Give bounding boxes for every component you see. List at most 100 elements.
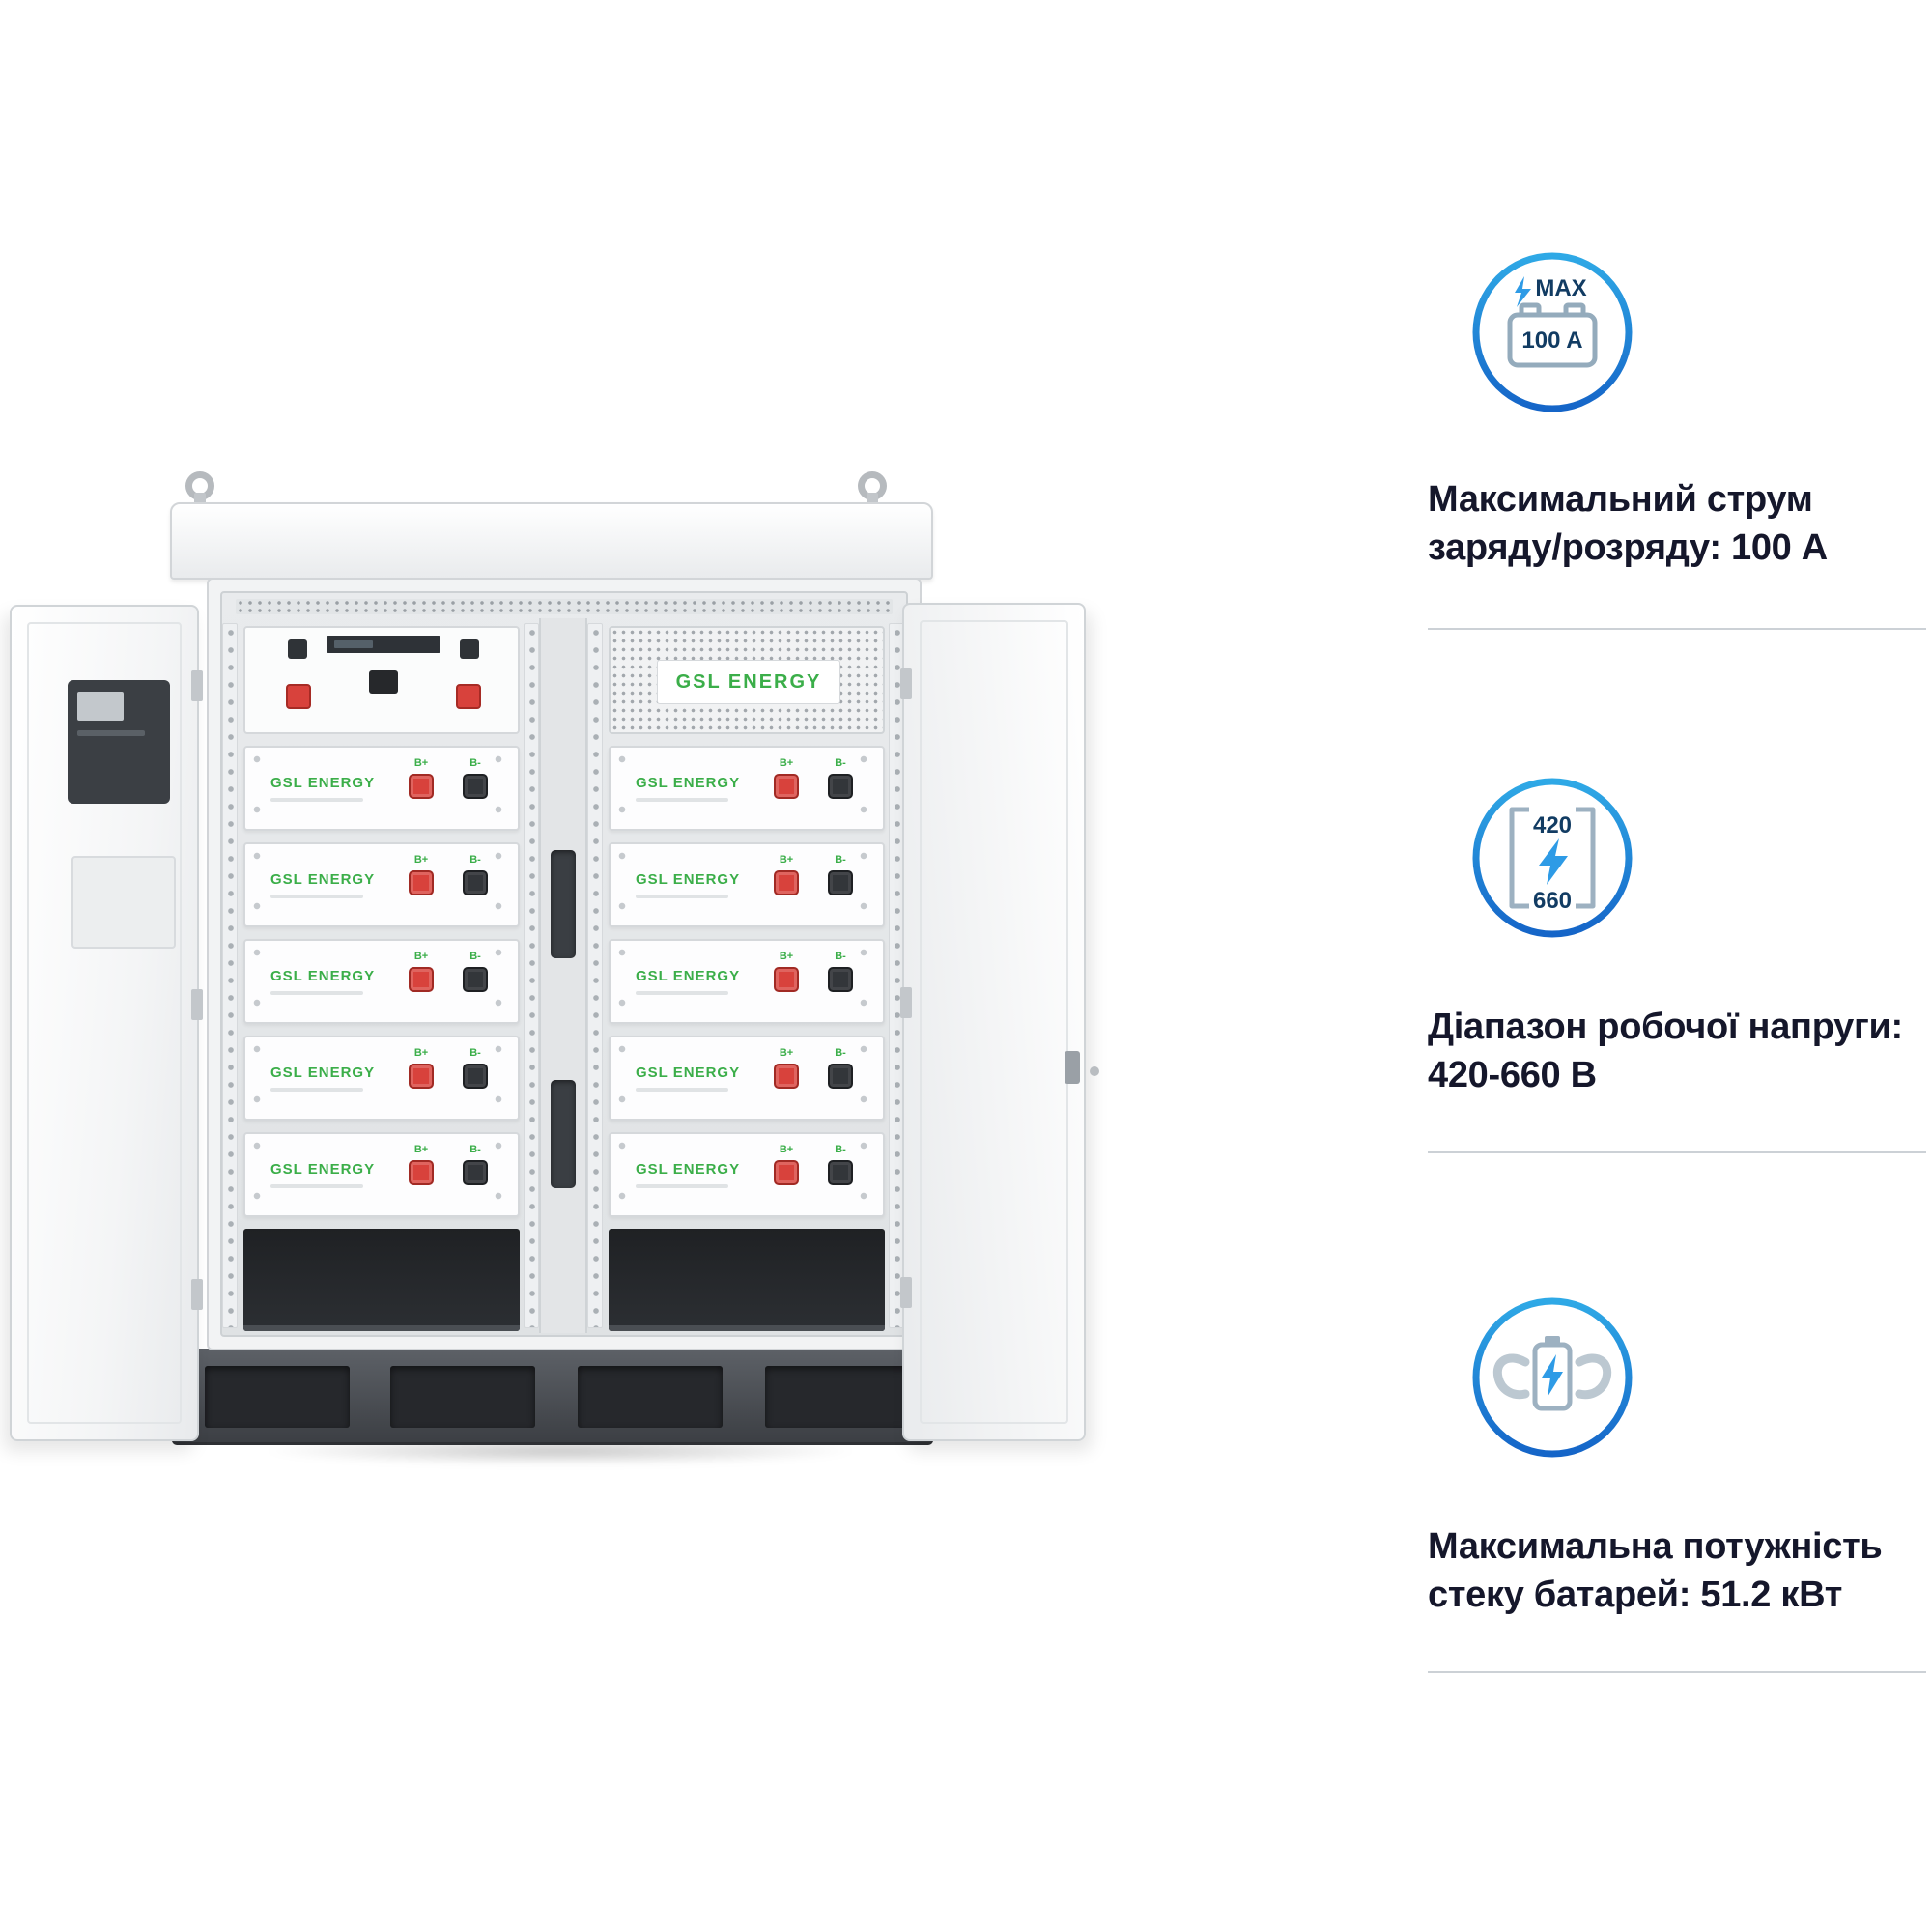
door-hinge [191, 670, 203, 701]
negative-terminal: B- [825, 1144, 856, 1185]
feature-3-line-2: стеку батарей: 51.2 кВт [1428, 1575, 1843, 1616]
negative-terminal: B- [825, 951, 856, 992]
negative-terminal-connector [828, 774, 853, 799]
positive-terminal-connector [774, 870, 799, 895]
empty-bay [609, 1229, 885, 1331]
control-unit-connector-black [288, 639, 307, 659]
feature-3-caption: Максимальна потужність стеку батарей: 51… [1428, 1522, 1883, 1619]
module-brand-label: GSL ENERGY [270, 1161, 376, 1178]
terminal-negative-label: B- [835, 757, 846, 769]
battery-module: GSL ENERGY B+ B- [609, 746, 885, 831]
control-unit-switch-red [456, 684, 481, 709]
negative-terminal-connector [828, 1064, 853, 1089]
module-subtext-line [636, 1088, 728, 1092]
positive-terminal-connector [409, 870, 434, 895]
terminal-negative-label: B- [835, 854, 846, 866]
feature-2-line-1: Діапазон робочої напруги: [1428, 1007, 1903, 1047]
negative-terminal-connector [828, 967, 853, 992]
negative-terminal: B- [460, 854, 491, 895]
terminal-positive-label: B+ [779, 757, 794, 769]
terminal-positive-label: B+ [413, 951, 429, 962]
module-subtext-line [270, 895, 363, 898]
battery-stack-power-icon [1472, 1297, 1633, 1458]
door-handle [1065, 1051, 1080, 1084]
grille-brand-label: GSL ENERGY [657, 660, 840, 704]
module-subtext-line [270, 1088, 363, 1092]
control-unit-inlet [369, 670, 398, 694]
door-hinge [900, 1277, 912, 1308]
grille-panel: GSL ENERGY [609, 626, 885, 734]
bolt-glyph [1539, 838, 1568, 885]
center-cable-slot-bottom [551, 1080, 576, 1188]
negative-terminal: B- [460, 1047, 491, 1089]
feature-1-caption: Максимальний струм заряду/розряду: 100 А [1428, 475, 1828, 572]
door-hinge [900, 987, 912, 1018]
empty-bay [243, 1229, 520, 1331]
divider [1428, 628, 1926, 630]
terminal-positive-label: B+ [413, 1047, 429, 1059]
center-column [539, 618, 587, 1333]
mounting-rail [889, 623, 904, 1328]
module-brand-label: GSL ENERGY [636, 1161, 741, 1178]
module-brand-label: GSL ENERGY [636, 968, 741, 984]
terminal-negative-label: B- [835, 951, 846, 962]
terminal-negative-label: B- [835, 1047, 846, 1059]
battery-module: GSL ENERGY B+ B- [243, 1132, 520, 1217]
door-hinge [191, 1279, 203, 1310]
mounting-rail [587, 623, 603, 1328]
interior-top-vent [236, 599, 893, 614]
control-unit-display [327, 636, 440, 653]
flex-arm-right [1575, 1353, 1612, 1400]
terminal-negative-label: B- [835, 1144, 846, 1155]
module-brand-label: GSL ENERGY [270, 968, 376, 984]
battery-module: GSL ENERGY B+ B- [609, 842, 885, 927]
door-hinge [900, 668, 912, 699]
positive-terminal: B+ [406, 757, 437, 799]
plinth-vent-4 [765, 1366, 910, 1428]
feature-1-line-1: Максимальний струм [1428, 479, 1813, 520]
voltage-range-icon: 420 660 [1472, 778, 1633, 938]
negative-terminal: B- [825, 757, 856, 799]
svg-text:100 A: 100 A [1521, 327, 1582, 354]
terminal-negative-label: B- [469, 1047, 481, 1059]
positive-terminal: B+ [406, 1047, 437, 1089]
negative-terminal: B- [825, 854, 856, 895]
module-subtext-line [636, 991, 728, 995]
battery-module: GSL ENERGY B+ B- [243, 842, 520, 927]
terminal-negative-label: B- [469, 1144, 481, 1155]
mounting-rail [524, 623, 539, 1328]
module-subtext-line [270, 991, 363, 995]
positive-terminal-connector [409, 967, 434, 992]
negative-terminal-connector [828, 1160, 853, 1185]
positive-terminal: B+ [771, 1144, 802, 1185]
battery-module: GSL ENERGY B+ B- [243, 1036, 520, 1121]
terminal-positive-label: B+ [779, 1144, 794, 1155]
negative-terminal-connector [463, 1064, 488, 1089]
positive-terminal: B+ [771, 854, 802, 895]
battery-module: GSL ENERGY B+ B- [243, 746, 520, 831]
right-door-inner-frame [920, 620, 1068, 1424]
negative-terminal-connector [463, 870, 488, 895]
module-subtext-line [636, 1184, 728, 1188]
divider [1428, 1151, 1926, 1153]
base-plinth [172, 1349, 933, 1445]
terminal-positive-label: B+ [779, 854, 794, 866]
feature-1-line-2: заряду/розряду: 100 А [1428, 527, 1828, 569]
battery-module: GSL ENERGY B+ B- [243, 939, 520, 1024]
control-unit-switch-red [286, 684, 311, 709]
svg-text:MAX: MAX [1535, 275, 1586, 301]
plinth-vent-2 [390, 1366, 535, 1428]
door-control-panel [68, 680, 170, 804]
door-lock-pin [1090, 1066, 1099, 1076]
module-brand-label: GSL ENERGY [636, 1065, 741, 1081]
battery-module: GSL ENERGY B+ B- [609, 939, 885, 1024]
terminal-positive-label: B+ [779, 951, 794, 962]
svg-text:420: 420 [1533, 812, 1572, 838]
terminal-negative-label: B- [469, 854, 481, 866]
positive-terminal-connector [774, 967, 799, 992]
negative-terminal-connector [463, 1160, 488, 1185]
door-hinge [191, 989, 203, 1020]
bolt-glyph [1515, 276, 1531, 307]
positive-terminal: B+ [406, 1144, 437, 1185]
svg-text:660: 660 [1533, 888, 1572, 914]
